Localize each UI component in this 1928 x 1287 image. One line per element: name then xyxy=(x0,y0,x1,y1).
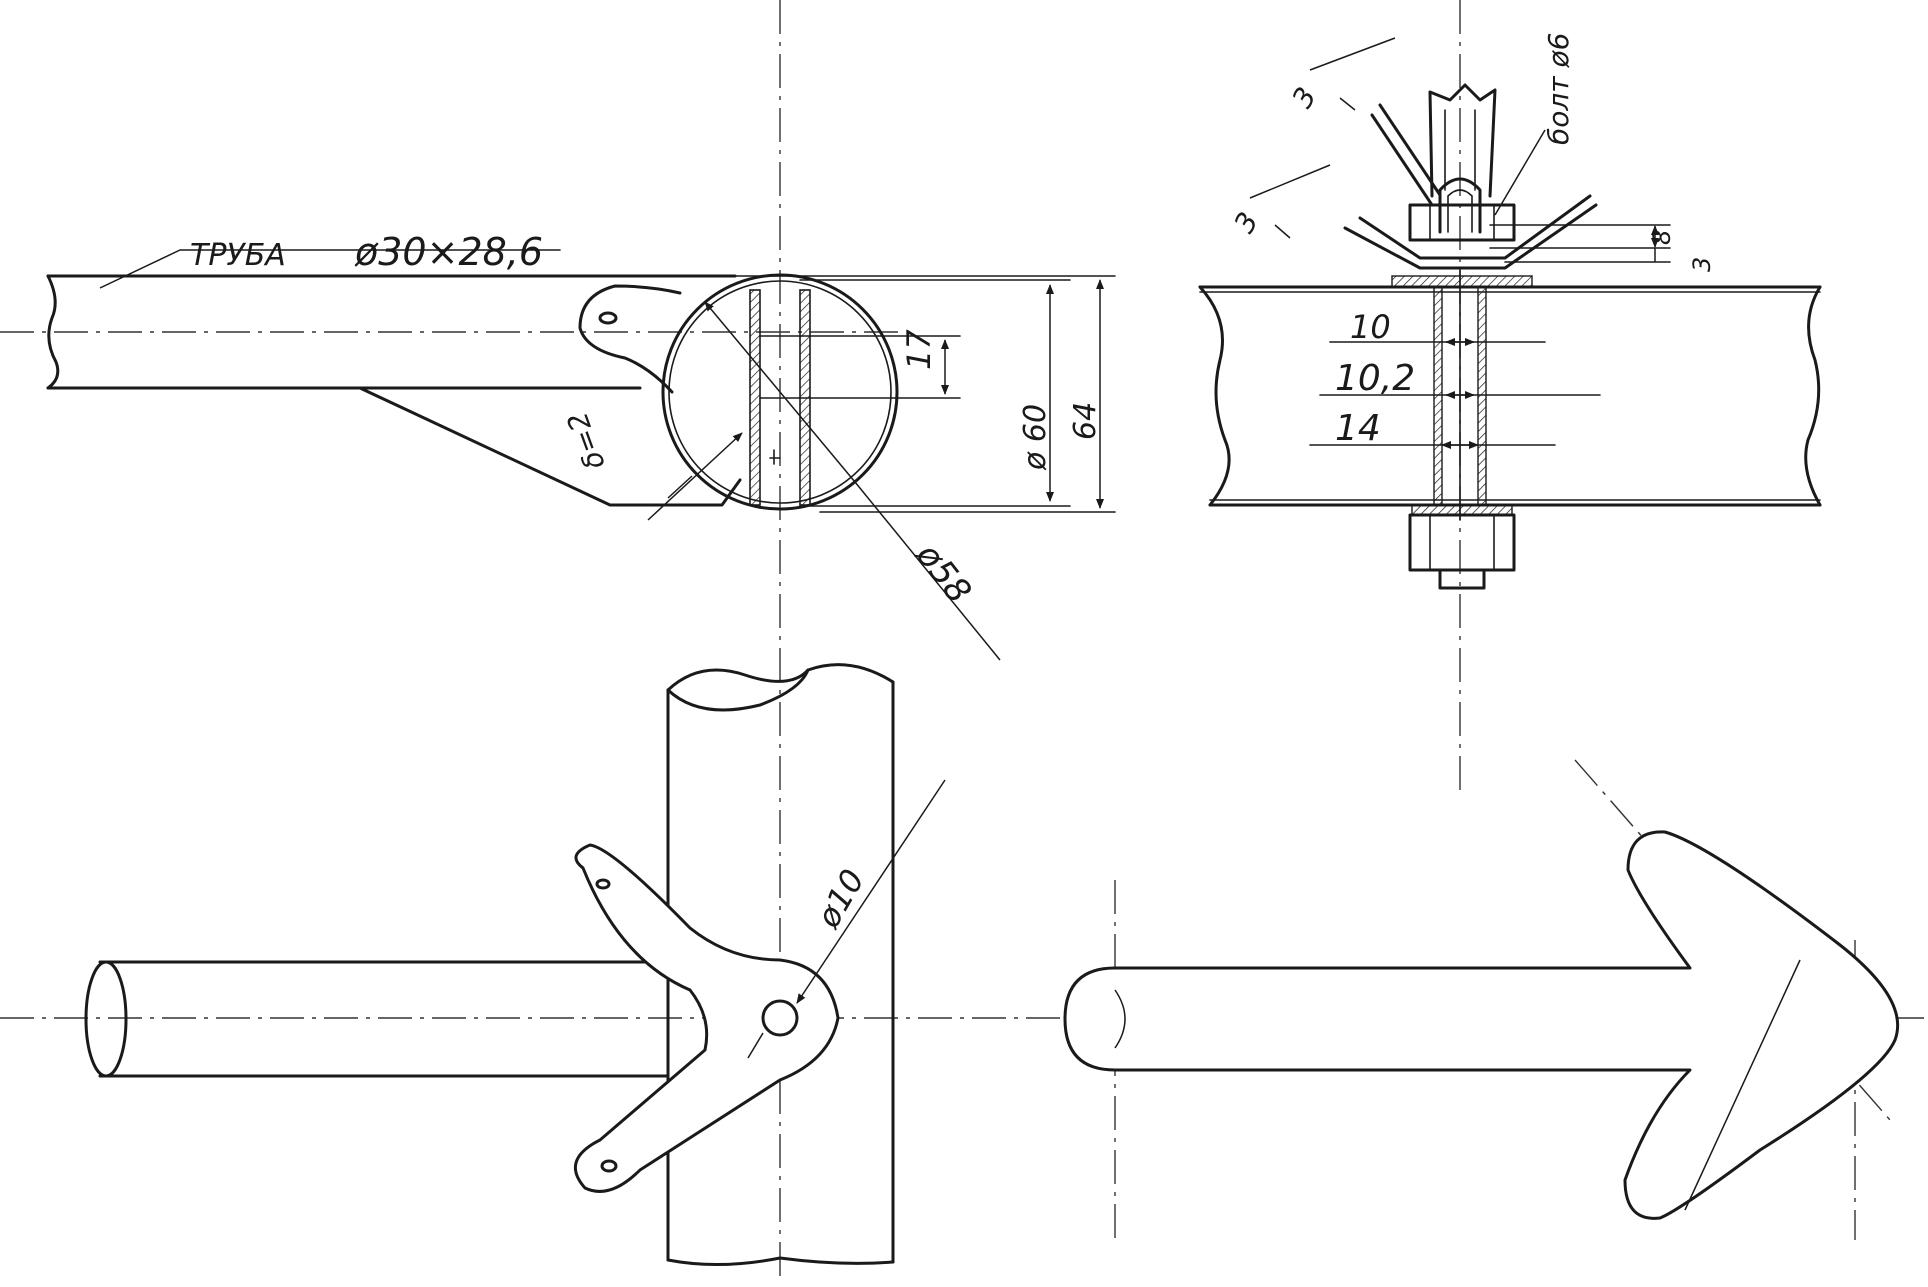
dim-3a-label: 3 xyxy=(1285,82,1322,114)
plan-view-bottom-left xyxy=(84,663,946,1267)
delta-label: δ=2 xyxy=(561,408,612,474)
pipe-label: ТРУБА xyxy=(190,238,286,273)
bolt-label: болт ø6 xyxy=(1542,33,1575,145)
dia-10-label: ø10 xyxy=(809,863,873,935)
dim-14-label: 14 xyxy=(1335,408,1381,449)
dim-10-2-label: 10,2 xyxy=(1335,358,1415,399)
dia-58-label: ø58 xyxy=(907,535,979,611)
dim-3c-label: 3 xyxy=(1688,257,1716,272)
section-view-top-right xyxy=(1198,37,1822,590)
section-view-top-left xyxy=(46,249,1116,661)
dimension-labels: ТРУБА ø30×28,6 17 ø 60 64 δ=2 ø58 болт ø… xyxy=(190,33,1716,935)
dia-60-label: ø 60 xyxy=(1018,404,1053,471)
bracket-plan-bottom-right xyxy=(1063,830,1900,1220)
dim-10-label: 10 xyxy=(1350,308,1391,346)
dim-8-label: 8 xyxy=(1648,230,1676,245)
dim-64-label: 64 xyxy=(1068,402,1103,440)
dim-17-label: 17 xyxy=(900,329,938,370)
pipe-size-label: ø30×28,6 xyxy=(354,230,543,274)
dim-3b-label: 3 xyxy=(1227,207,1264,239)
